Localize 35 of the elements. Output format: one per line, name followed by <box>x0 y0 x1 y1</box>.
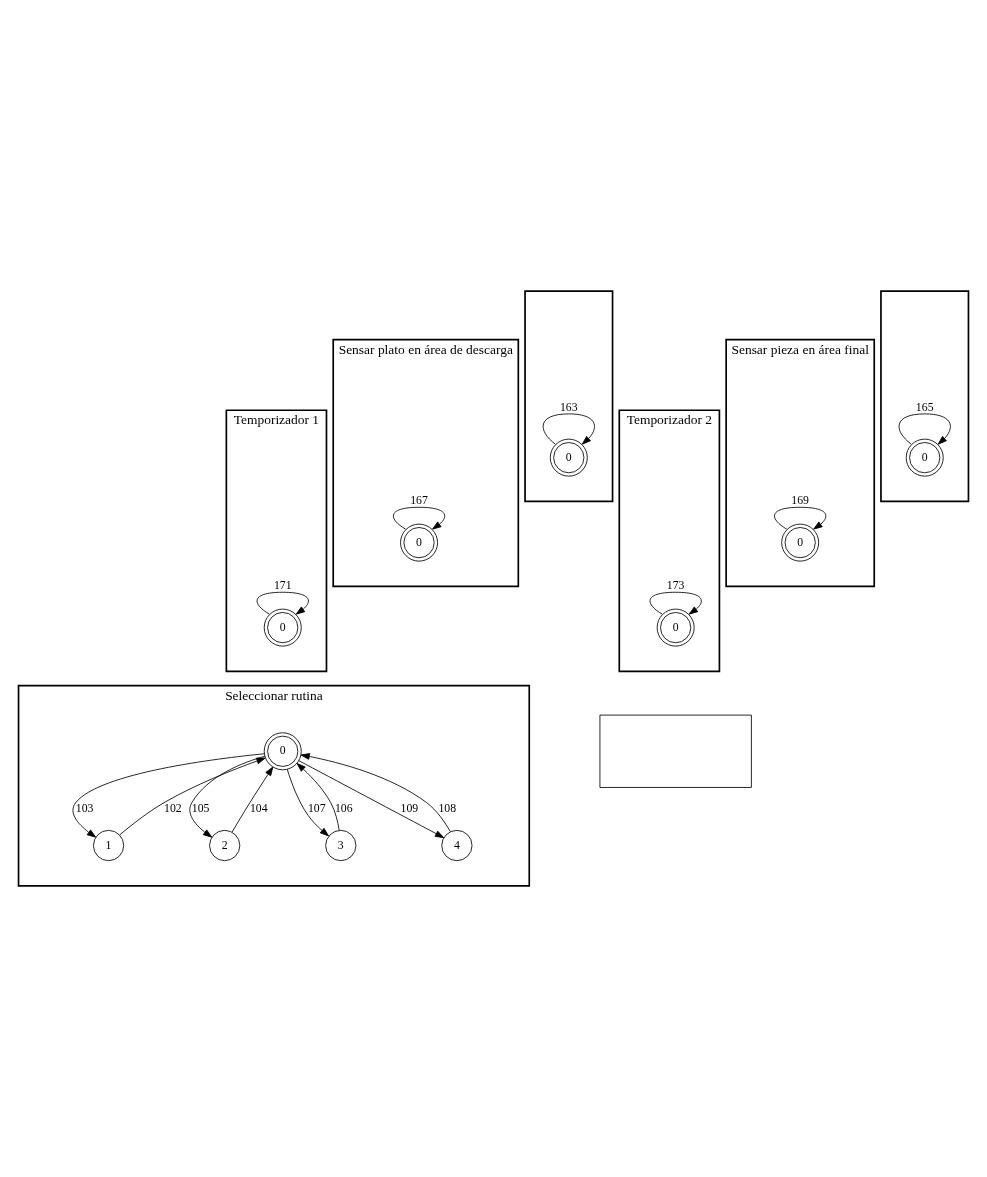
arrow <box>649 591 702 615</box>
cluster <box>524 290 614 503</box>
edge-label: 102 <box>164 802 182 816</box>
node-circle: 2 <box>209 829 241 862</box>
node-circle: 4 <box>441 829 473 862</box>
edge-label: 163 <box>559 400 578 414</box>
edge-label: 104 <box>249 802 268 816</box>
edge-label: 165 <box>915 400 934 414</box>
arrow <box>286 768 329 837</box>
edge-label: 169 <box>791 494 810 508</box>
edge-label: 103 <box>75 802 94 816</box>
node-circle: 1 <box>93 829 125 862</box>
arrow <box>542 413 595 445</box>
edge-label: 167 <box>410 494 428 508</box>
edge-label: 171 <box>273 579 292 593</box>
arrow <box>296 763 340 831</box>
arrow <box>774 506 827 530</box>
edge-label: 106 <box>334 802 353 816</box>
edge-label: 107 <box>307 802 326 816</box>
arrow <box>256 591 309 615</box>
edge-label: 173 <box>666 579 685 593</box>
arrow <box>298 760 445 839</box>
arrow <box>392 506 446 530</box>
arrow <box>189 755 266 838</box>
arrow <box>72 753 265 838</box>
arrow <box>898 413 951 445</box>
edge-label: 109 <box>400 802 419 816</box>
node-box <box>599 714 752 788</box>
cluster <box>880 290 970 503</box>
arrow <box>300 753 451 833</box>
edge-label: 105 <box>191 802 210 816</box>
edge-label: 108 <box>438 802 457 816</box>
node-circle: 3 <box>325 829 357 862</box>
arrow <box>119 757 266 836</box>
arrow <box>231 766 274 833</box>
